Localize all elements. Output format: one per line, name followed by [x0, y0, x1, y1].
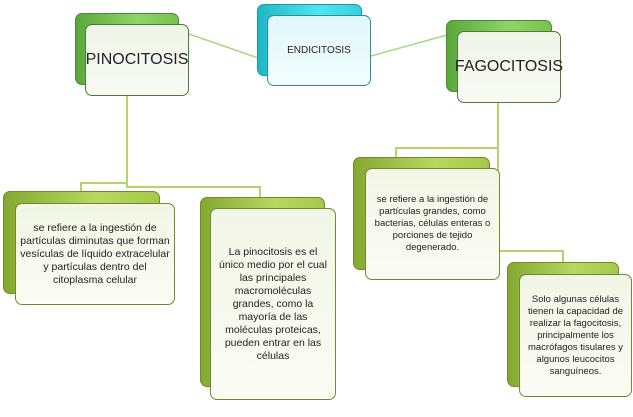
node-fagocitosis-desc-2[interactable]: Solo algunas células tienen la capacidad…: [519, 274, 632, 397]
node-pinocitosis[interactable]: PINOCITOSIS: [85, 24, 189, 96]
node-fagocitosis[interactable]: FAGOCITOSIS: [455, 31, 563, 103]
node-pinocitosis-desc-2[interactable]: La pinocitosis es el único medio por el …: [210, 208, 336, 400]
node-fagocitosis-desc-1[interactable]: se refiere a la ingestión de partículas …: [365, 168, 500, 280]
node-pinocitosis-desc-1[interactable]: se refiere a la ingestión de partículas …: [15, 203, 175, 305]
node-endicitosis[interactable]: ENDICITOSIS: [267, 15, 371, 86]
